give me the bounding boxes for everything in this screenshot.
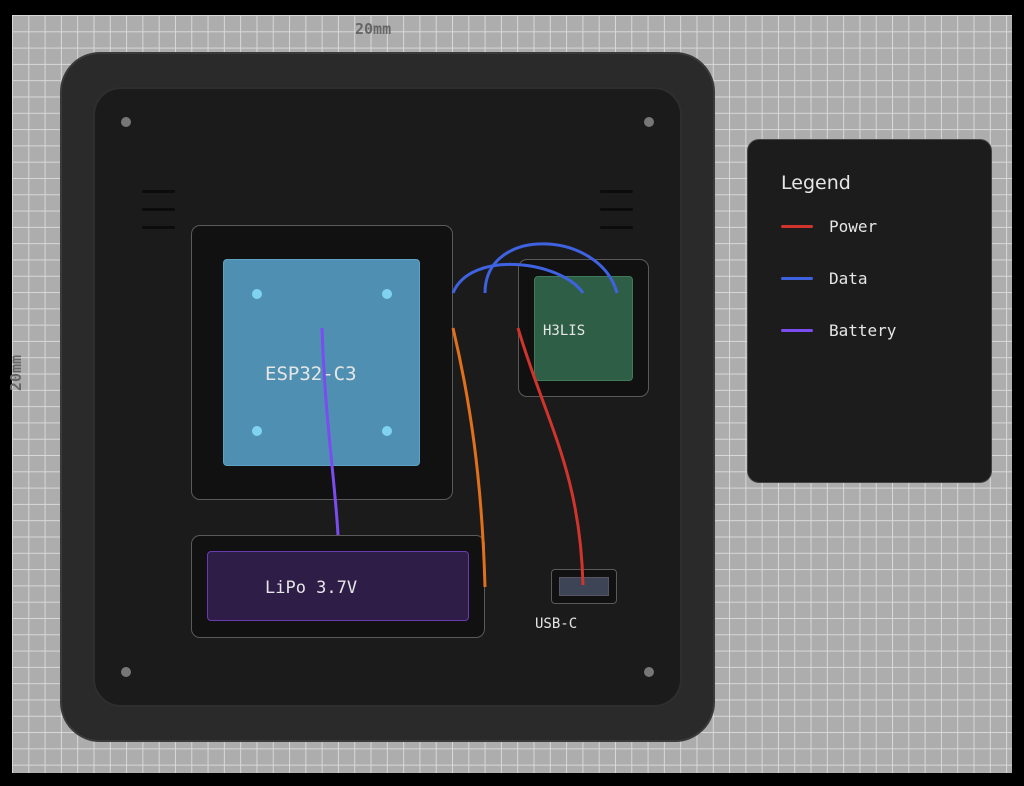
vent-slot xyxy=(600,190,633,193)
mount-pin xyxy=(382,289,392,299)
legend-title: Legend xyxy=(781,172,851,194)
data-wire xyxy=(451,263,585,294)
usb-c-label: USB-C xyxy=(535,616,578,632)
battery-label: LiPo 3.7V xyxy=(265,578,358,598)
legend-panel xyxy=(747,139,992,483)
legend-swatch-data xyxy=(781,277,813,280)
vent-slot xyxy=(600,226,633,229)
legend-label-data: Data xyxy=(829,269,868,288)
legend-label-battery: Battery xyxy=(829,321,897,340)
vent-slot xyxy=(142,190,175,193)
data-wire xyxy=(483,242,619,294)
vent-slot xyxy=(142,226,175,229)
lipo-battery[interactable] xyxy=(207,551,469,621)
legend-label-power: Power xyxy=(829,217,878,236)
legend-swatch-battery xyxy=(781,329,813,332)
mount-pin xyxy=(252,426,262,436)
power-wire xyxy=(516,327,585,586)
orange-wire xyxy=(451,327,487,588)
width-dimension-label: 20mm xyxy=(355,20,392,38)
screw-hole xyxy=(644,667,654,677)
screw-hole xyxy=(121,117,131,127)
vent-slot xyxy=(142,208,175,211)
legend-swatch-power xyxy=(781,225,813,228)
mount-pin xyxy=(252,289,262,299)
screw-hole xyxy=(121,667,131,677)
screw-hole xyxy=(644,117,654,127)
h3lis-label: H3LIS xyxy=(543,323,586,339)
mount-pin xyxy=(382,426,392,436)
vent-slot xyxy=(600,208,633,211)
battery-wire xyxy=(320,327,340,536)
h3lis-sensor[interactable] xyxy=(534,276,633,381)
esp32-label: ESP32-C3 xyxy=(265,363,357,385)
